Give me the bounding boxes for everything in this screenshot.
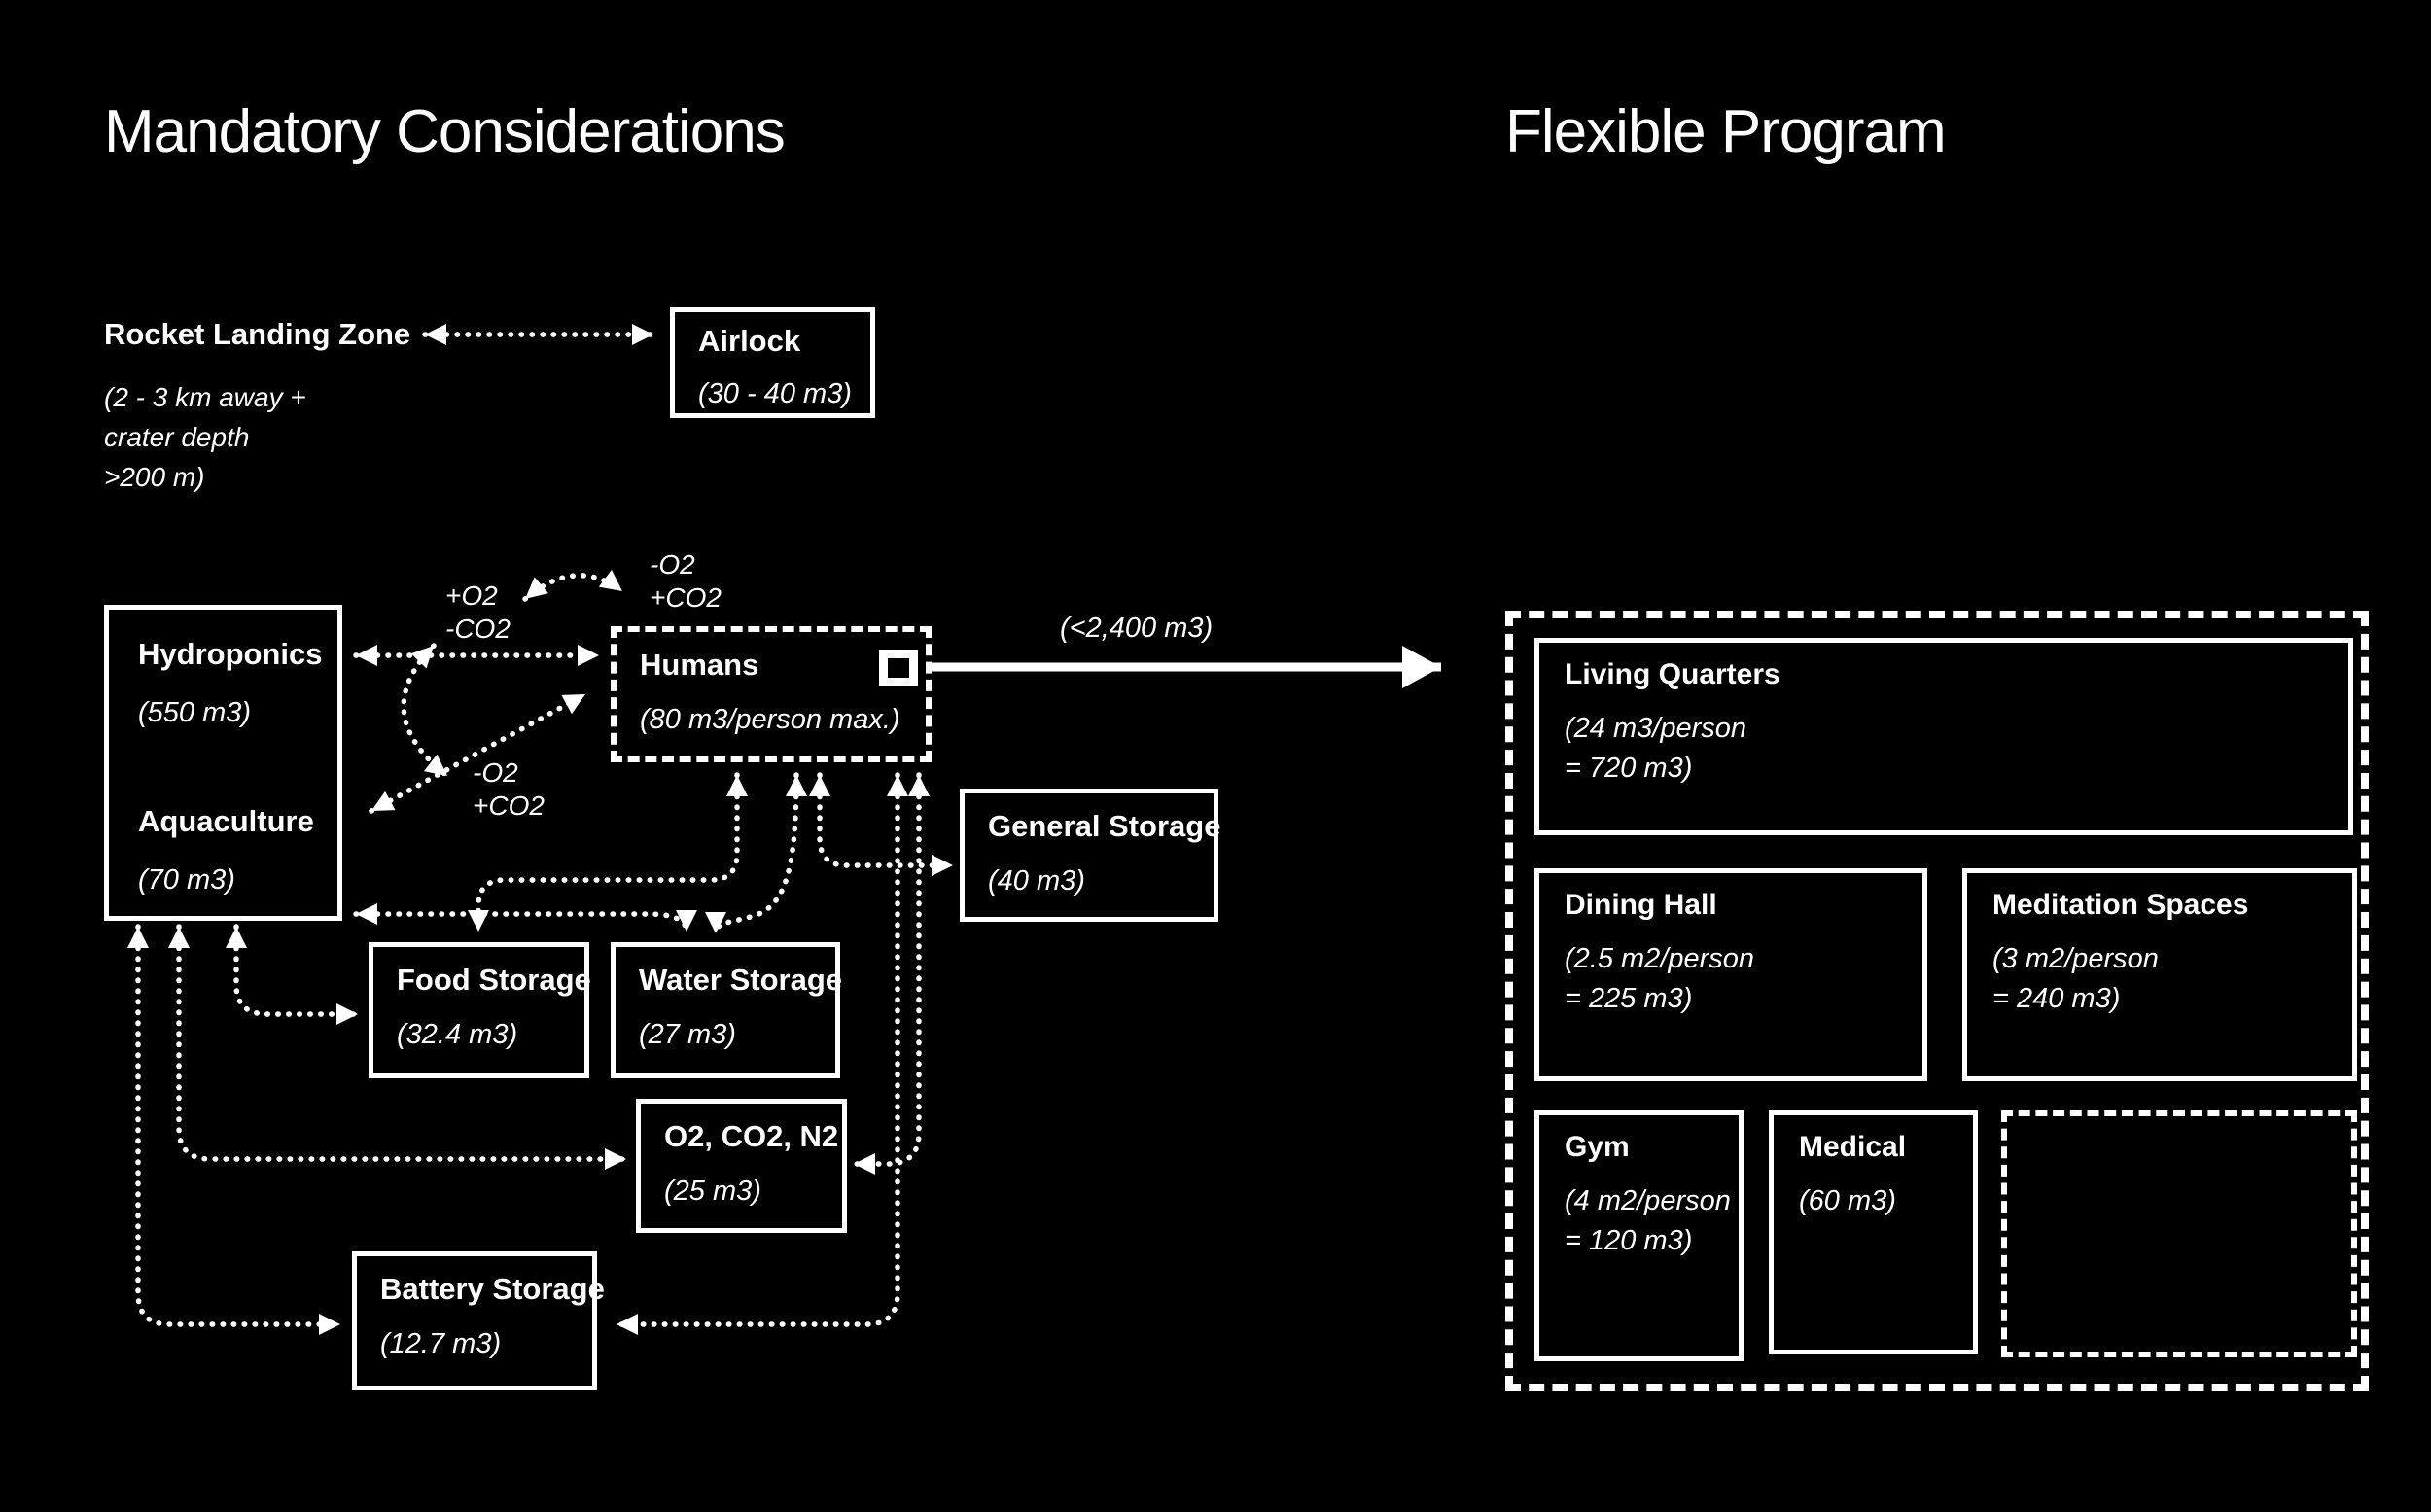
humans-label: Humans xyxy=(640,648,759,682)
battery-storage-box: Battery Storage (12.7 m3) xyxy=(352,1251,605,1390)
humans-value: (80 m3/person max.) xyxy=(640,704,900,735)
meditation-spaces-label: Meditation Spaces xyxy=(1992,889,2249,921)
gym-value-line1: (4 m2/person xyxy=(1565,1185,1731,1216)
rocket-landing-zone-note-line3: >200 m) xyxy=(104,462,205,492)
battery-storage-label: Battery Storage xyxy=(380,1272,605,1306)
hydro-exchange-line2: -CO2 xyxy=(445,614,511,644)
food-storage-label: Food Storage xyxy=(397,963,591,997)
aqua-exchange-label: -O2 +CO2 xyxy=(473,756,545,823)
hydro-exchange-label: +O2 -CO2 xyxy=(445,580,511,646)
flexible-program-title: Flexible Program xyxy=(1505,98,1947,165)
meditation-spaces-value-line1: (3 m2/person xyxy=(1992,943,2159,974)
dining-hall-box: Dining Hall (2.5 m2/person = 225 m3) xyxy=(1534,868,1927,1081)
general-storage-label: General Storage xyxy=(988,809,1221,843)
arrow-aquaculture-humans xyxy=(369,691,588,814)
food-storage-value: (32.4 m3) xyxy=(397,1019,518,1050)
arrow-humans-gas-storage xyxy=(851,772,930,1175)
aqua-exchange-line2: +CO2 xyxy=(473,791,545,821)
arrow-aquaculture-water-storage xyxy=(353,903,697,934)
living-quarters-box: Living Quarters (24 m3/person = 720 m3) xyxy=(1534,638,2353,835)
arrow-hydroponics-battery-storage xyxy=(127,924,343,1335)
arrow-humans-general-storage xyxy=(809,772,956,876)
meditation-spaces-box: Meditation Spaces (3 m2/person = 240 m3) xyxy=(1962,868,2357,1081)
gas-storage-value: (25 m3) xyxy=(664,1176,761,1207)
airlock-label: Airlock xyxy=(698,324,801,358)
medical-label: Medical xyxy=(1799,1131,1907,1163)
hydroponics-label: Hydroponics xyxy=(138,637,323,671)
arrow-humans-battery-storage xyxy=(614,772,908,1335)
medical-value: (60 m3) xyxy=(1799,1181,1965,1221)
battery-storage-value: (12.7 m3) xyxy=(380,1328,502,1359)
humans-output-port xyxy=(879,650,918,686)
gym-value: (4 m2/person = 120 m3) xyxy=(1565,1181,1731,1261)
hydroponics-value: (550 m3) xyxy=(138,697,252,728)
living-quarters-label: Living Quarters xyxy=(1565,658,1780,690)
living-quarters-value-line1: (24 m3/person xyxy=(1565,713,1746,744)
humans-exchange-top-line2: +CO2 xyxy=(650,582,722,613)
water-storage-value: (27 m3) xyxy=(639,1019,736,1050)
arrow-hydroponics-food-storage xyxy=(226,924,361,1025)
arrow-hydroponics-gas-storage xyxy=(168,924,629,1170)
arrow-gas-label-arc xyxy=(522,570,625,602)
dining-hall-value-line2: = 225 m3) xyxy=(1565,983,1693,1014)
airlock-value: (30 - 40 m3) xyxy=(698,378,852,409)
medical-box: Medical (60 m3) xyxy=(1769,1110,1978,1354)
meditation-spaces-value: (3 m2/person = 240 m3) xyxy=(1992,939,2344,1019)
gym-label: Gym xyxy=(1565,1131,1630,1163)
dining-hall-label: Dining Hall xyxy=(1565,889,1717,921)
food-storage-box: Food Storage (32.4 m3) xyxy=(369,942,591,1078)
arrow-humans-food-storage xyxy=(468,772,748,934)
hydro-exchange-line1: +O2 xyxy=(445,580,498,611)
gym-box: Gym (4 m2/person = 120 m3) xyxy=(1534,1110,1744,1361)
dining-hall-value: (2.5 m2/person = 225 m3) xyxy=(1565,939,1915,1019)
humans-exchange-top-label: -O2 +CO2 xyxy=(650,548,722,615)
water-storage-label: Water Storage xyxy=(639,963,843,997)
dining-hall-value-line1: (2.5 m2/person xyxy=(1565,943,1755,974)
aquaculture-value: (70 m3) xyxy=(138,864,235,896)
airlock-box: Airlock (30 - 40 m3) xyxy=(670,307,875,418)
medical-value-line1: (60 m3) xyxy=(1799,1185,1896,1216)
meditation-spaces-value-line2: = 240 m3) xyxy=(1992,983,2121,1014)
living-quarters-value: (24 m3/person = 720 m3) xyxy=(1565,709,2341,789)
rocket-landing-zone-note-line1: (2 - 3 km away + xyxy=(104,382,306,412)
gym-value-line2: = 120 m3) xyxy=(1565,1225,1693,1256)
flexible-program-panel xyxy=(1505,611,2369,1391)
rocket-landing-zone-note: (2 - 3 km away + crater depth >200 m) xyxy=(104,377,306,497)
mandatory-considerations-title: Mandatory Considerations xyxy=(104,98,786,165)
humans-exchange-top-line1: -O2 xyxy=(650,549,695,580)
hydroponics-aquaculture-box: Hydroponics (550 m3) Aquaculture (70 m3) xyxy=(104,605,342,921)
total-volume-label: (<2,400 m3) xyxy=(1060,613,1214,644)
gas-storage-box: O2, CO2, N2 (25 m3) xyxy=(636,1099,847,1233)
general-storage-box: General Storage (40 m3) xyxy=(960,789,1221,922)
living-quarters-value-line2: = 720 m3) xyxy=(1565,753,1693,784)
aquaculture-label: Aquaculture xyxy=(138,804,314,838)
humans-box: Humans (80 m3/person max.) xyxy=(611,626,932,762)
rocket-landing-zone-label: Rocket Landing Zone xyxy=(104,317,411,351)
general-storage-value: (40 m3) xyxy=(988,865,1085,897)
arrow-gas-label-curve xyxy=(401,643,450,779)
arrow-humans-water-storage xyxy=(705,772,807,936)
gas-storage-label: O2, CO2, N2 xyxy=(664,1119,839,1153)
rocket-landing-zone-note-line2: crater depth xyxy=(104,422,250,452)
reserved-room-box xyxy=(2001,1110,2357,1357)
aqua-exchange-line1: -O2 xyxy=(473,757,518,788)
water-storage-box: Water Storage (27 m3) xyxy=(611,942,843,1078)
